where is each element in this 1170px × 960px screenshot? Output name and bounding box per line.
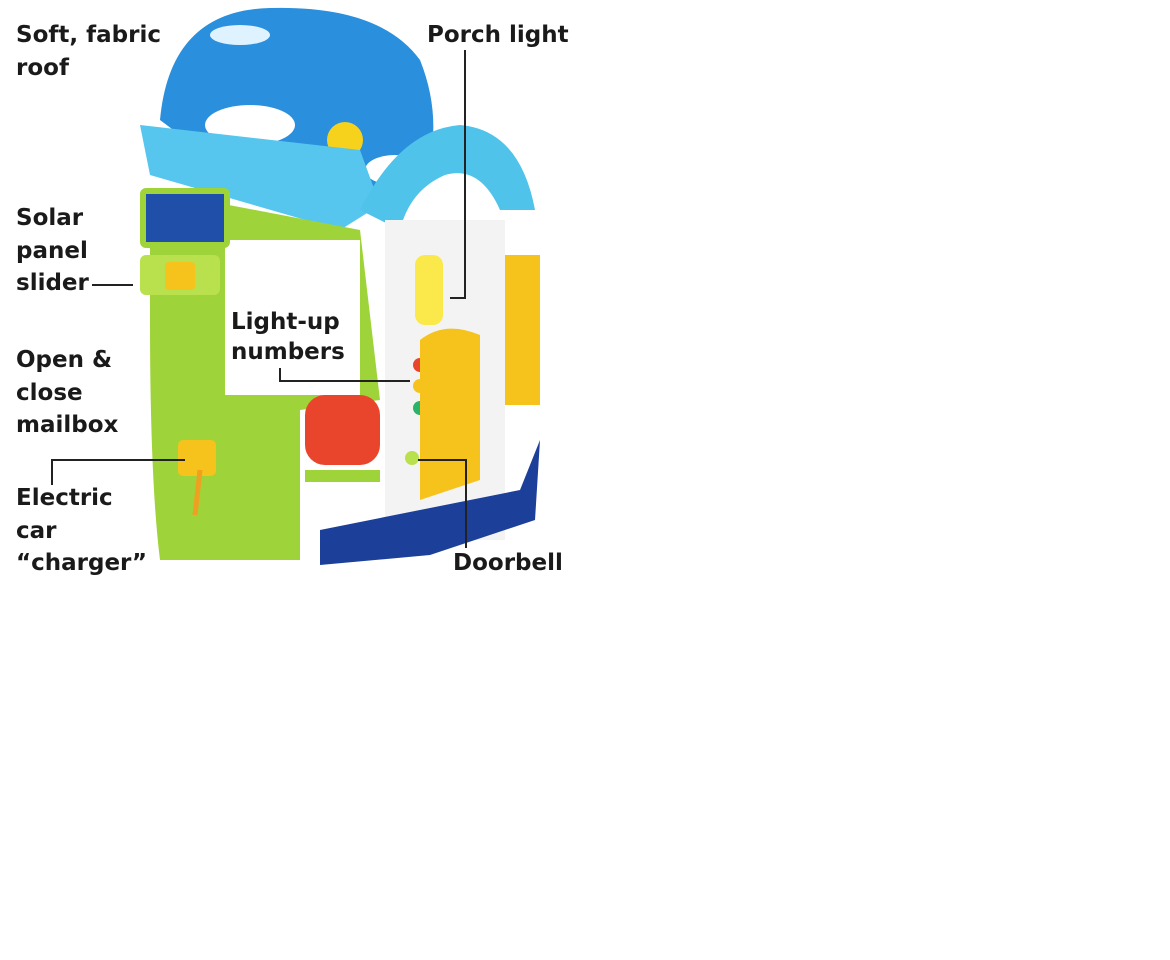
charger (178, 440, 216, 476)
callout-solar-panel: Solar panel slider (16, 205, 89, 296)
charger-leader (51, 459, 185, 485)
callout-doorbell: Doorbell (453, 550, 563, 576)
porch-light-leader (450, 50, 466, 299)
callout-mailbox: Open & close mailbox (16, 347, 119, 438)
leader-lines (51, 50, 467, 548)
roof-arch (360, 125, 535, 230)
door (420, 328, 480, 500)
callout-light-up-numbers: Light-up numbers (231, 309, 345, 365)
cloud (210, 25, 270, 45)
window-opening (225, 240, 360, 395)
numbers-leader (279, 368, 410, 382)
callout-roof: Soft, fabric roof (16, 22, 161, 81)
callout-porch-light: Porch light (427, 22, 569, 48)
doorbell-leader (418, 459, 467, 548)
base (320, 440, 540, 565)
callout-charger: Electric car “charger” (16, 485, 147, 576)
side-panel (505, 255, 540, 405)
roof-edge (140, 125, 380, 230)
doorbell-button (405, 451, 419, 465)
porch-light (415, 255, 443, 325)
mailbox (305, 395, 380, 465)
